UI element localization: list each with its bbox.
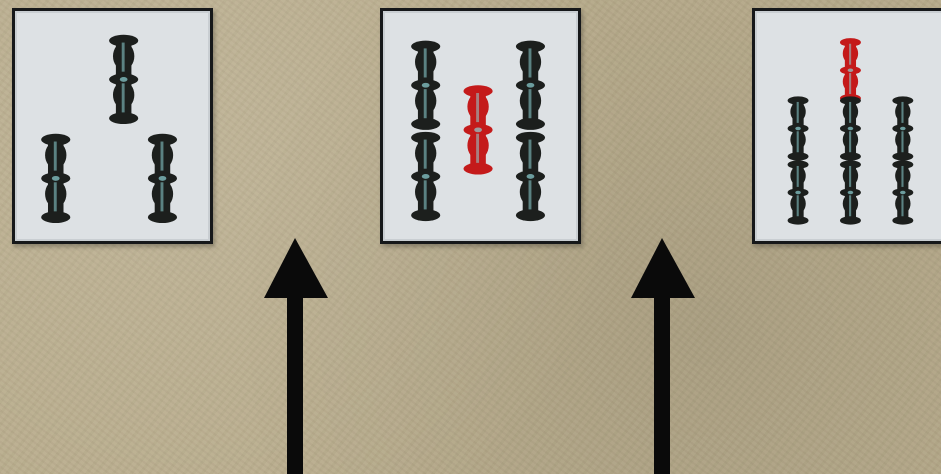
tile-face bbox=[787, 38, 914, 225]
bamboo-stick-icon bbox=[839, 160, 861, 225]
bamboo-stick-icon bbox=[515, 131, 546, 222]
arrow-shaft bbox=[654, 294, 670, 474]
bamboo-stick-icon bbox=[839, 38, 861, 103]
bamboo-stick-icon bbox=[839, 96, 861, 161]
tile-face bbox=[411, 40, 546, 222]
bamboo-stick-icon bbox=[411, 40, 441, 130]
bamboo-stick-icon bbox=[147, 133, 178, 224]
up-arrow-icon bbox=[260, 236, 330, 474]
bamboo-stick-icon bbox=[41, 133, 71, 224]
bamboo-stick-icon bbox=[463, 85, 493, 175]
bamboo-stick-icon bbox=[892, 160, 914, 225]
arrow-head bbox=[631, 238, 695, 298]
arrow-shaft bbox=[287, 294, 303, 474]
five-of-bamboo-tile[interactable] bbox=[380, 8, 581, 244]
bamboo-stick-icon bbox=[787, 96, 809, 161]
bamboo-stick-icon bbox=[787, 160, 809, 225]
bamboo-stick-icon bbox=[411, 131, 441, 222]
up-arrow-icon bbox=[627, 236, 697, 474]
arrow-head bbox=[264, 238, 328, 298]
tile-face bbox=[41, 34, 178, 224]
bamboo-stick-icon bbox=[892, 96, 914, 161]
seven-of-bamboo-tile[interactable] bbox=[752, 8, 941, 244]
three-of-bamboo-tile[interactable] bbox=[12, 8, 213, 244]
bamboo-stick-icon bbox=[109, 34, 139, 125]
bamboo-stick-icon bbox=[515, 40, 546, 130]
